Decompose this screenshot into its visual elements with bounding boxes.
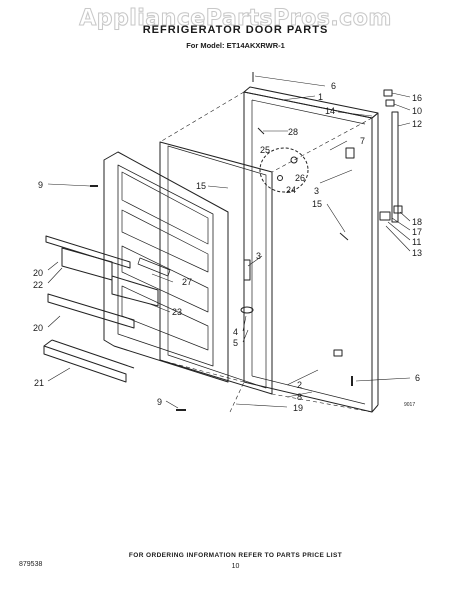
callout-1: 1 — [318, 92, 323, 102]
door-shelves — [43, 235, 159, 383]
callout-3-upper: 3 — [314, 186, 319, 196]
callout-26: 26 — [295, 173, 305, 183]
diagram-title: REFRIGERATOR DOOR PARTS — [142, 24, 329, 36]
handle-mount-parts — [90, 72, 403, 411]
inner-door-liner — [103, 151, 229, 383]
callout-8: 8 — [297, 392, 302, 402]
callout-6-top: 6 — [331, 81, 336, 91]
callout-16: 16 — [412, 93, 422, 103]
callout-21: 21 — [34, 378, 44, 388]
callout-20-top: 20 — [33, 268, 43, 278]
alignment-lines — [159, 91, 373, 413]
door-gasket — [159, 141, 273, 395]
callout-25: 25 — [260, 145, 270, 155]
outer-door-panel — [243, 86, 379, 413]
callout-17: 17 — [412, 227, 422, 237]
hinge-bar — [391, 111, 399, 223]
callout-15-left: 15 — [196, 181, 206, 191]
page-number: 10 — [231, 563, 240, 570]
callout-10: 10 — [412, 106, 422, 116]
ordering-note: FOR ORDERING INFORMATION REFER TO PARTS … — [128, 552, 343, 559]
callout-15-right: 15 — [312, 199, 322, 209]
callout-24: 24 — [286, 185, 296, 195]
callout-6-bottom: 6 — [415, 373, 420, 383]
callout-7: 7 — [360, 136, 365, 146]
callout-20-bottom: 20 — [33, 323, 43, 333]
art-code: 9017 — [404, 402, 416, 408]
site-watermark: AppliancePartsPros.com — [79, 6, 392, 32]
callout-19: 19 — [293, 403, 303, 413]
callout-18: 18 — [412, 217, 422, 227]
callout-9-bottom: 9 — [157, 397, 162, 407]
callout-13: 13 — [412, 248, 422, 258]
leader-lines — [47, 75, 411, 409]
callout-9-top: 9 — [38, 180, 43, 190]
callout-27: 27 — [182, 277, 192, 287]
callout-22: 22 — [33, 280, 43, 290]
document-number: 879538 — [19, 561, 43, 568]
callout-2: 2 — [297, 380, 302, 390]
callout-14: 14 — [325, 106, 335, 116]
callout-4: 4 — [233, 327, 238, 337]
callout-28: 28 — [288, 127, 298, 137]
callout-23: 23 — [172, 307, 182, 317]
part-callouts: 6 1 14 28 7 16 10 12 25 26 24 3 15 18 17… — [33, 81, 422, 413]
callout-12: 12 — [412, 119, 422, 129]
callout-3-mid: 3 — [256, 251, 261, 261]
model-line: For Model: ET14AKXRWR-1 — [186, 41, 285, 50]
callout-5: 5 — [233, 338, 238, 348]
callout-11: 11 — [412, 237, 421, 247]
